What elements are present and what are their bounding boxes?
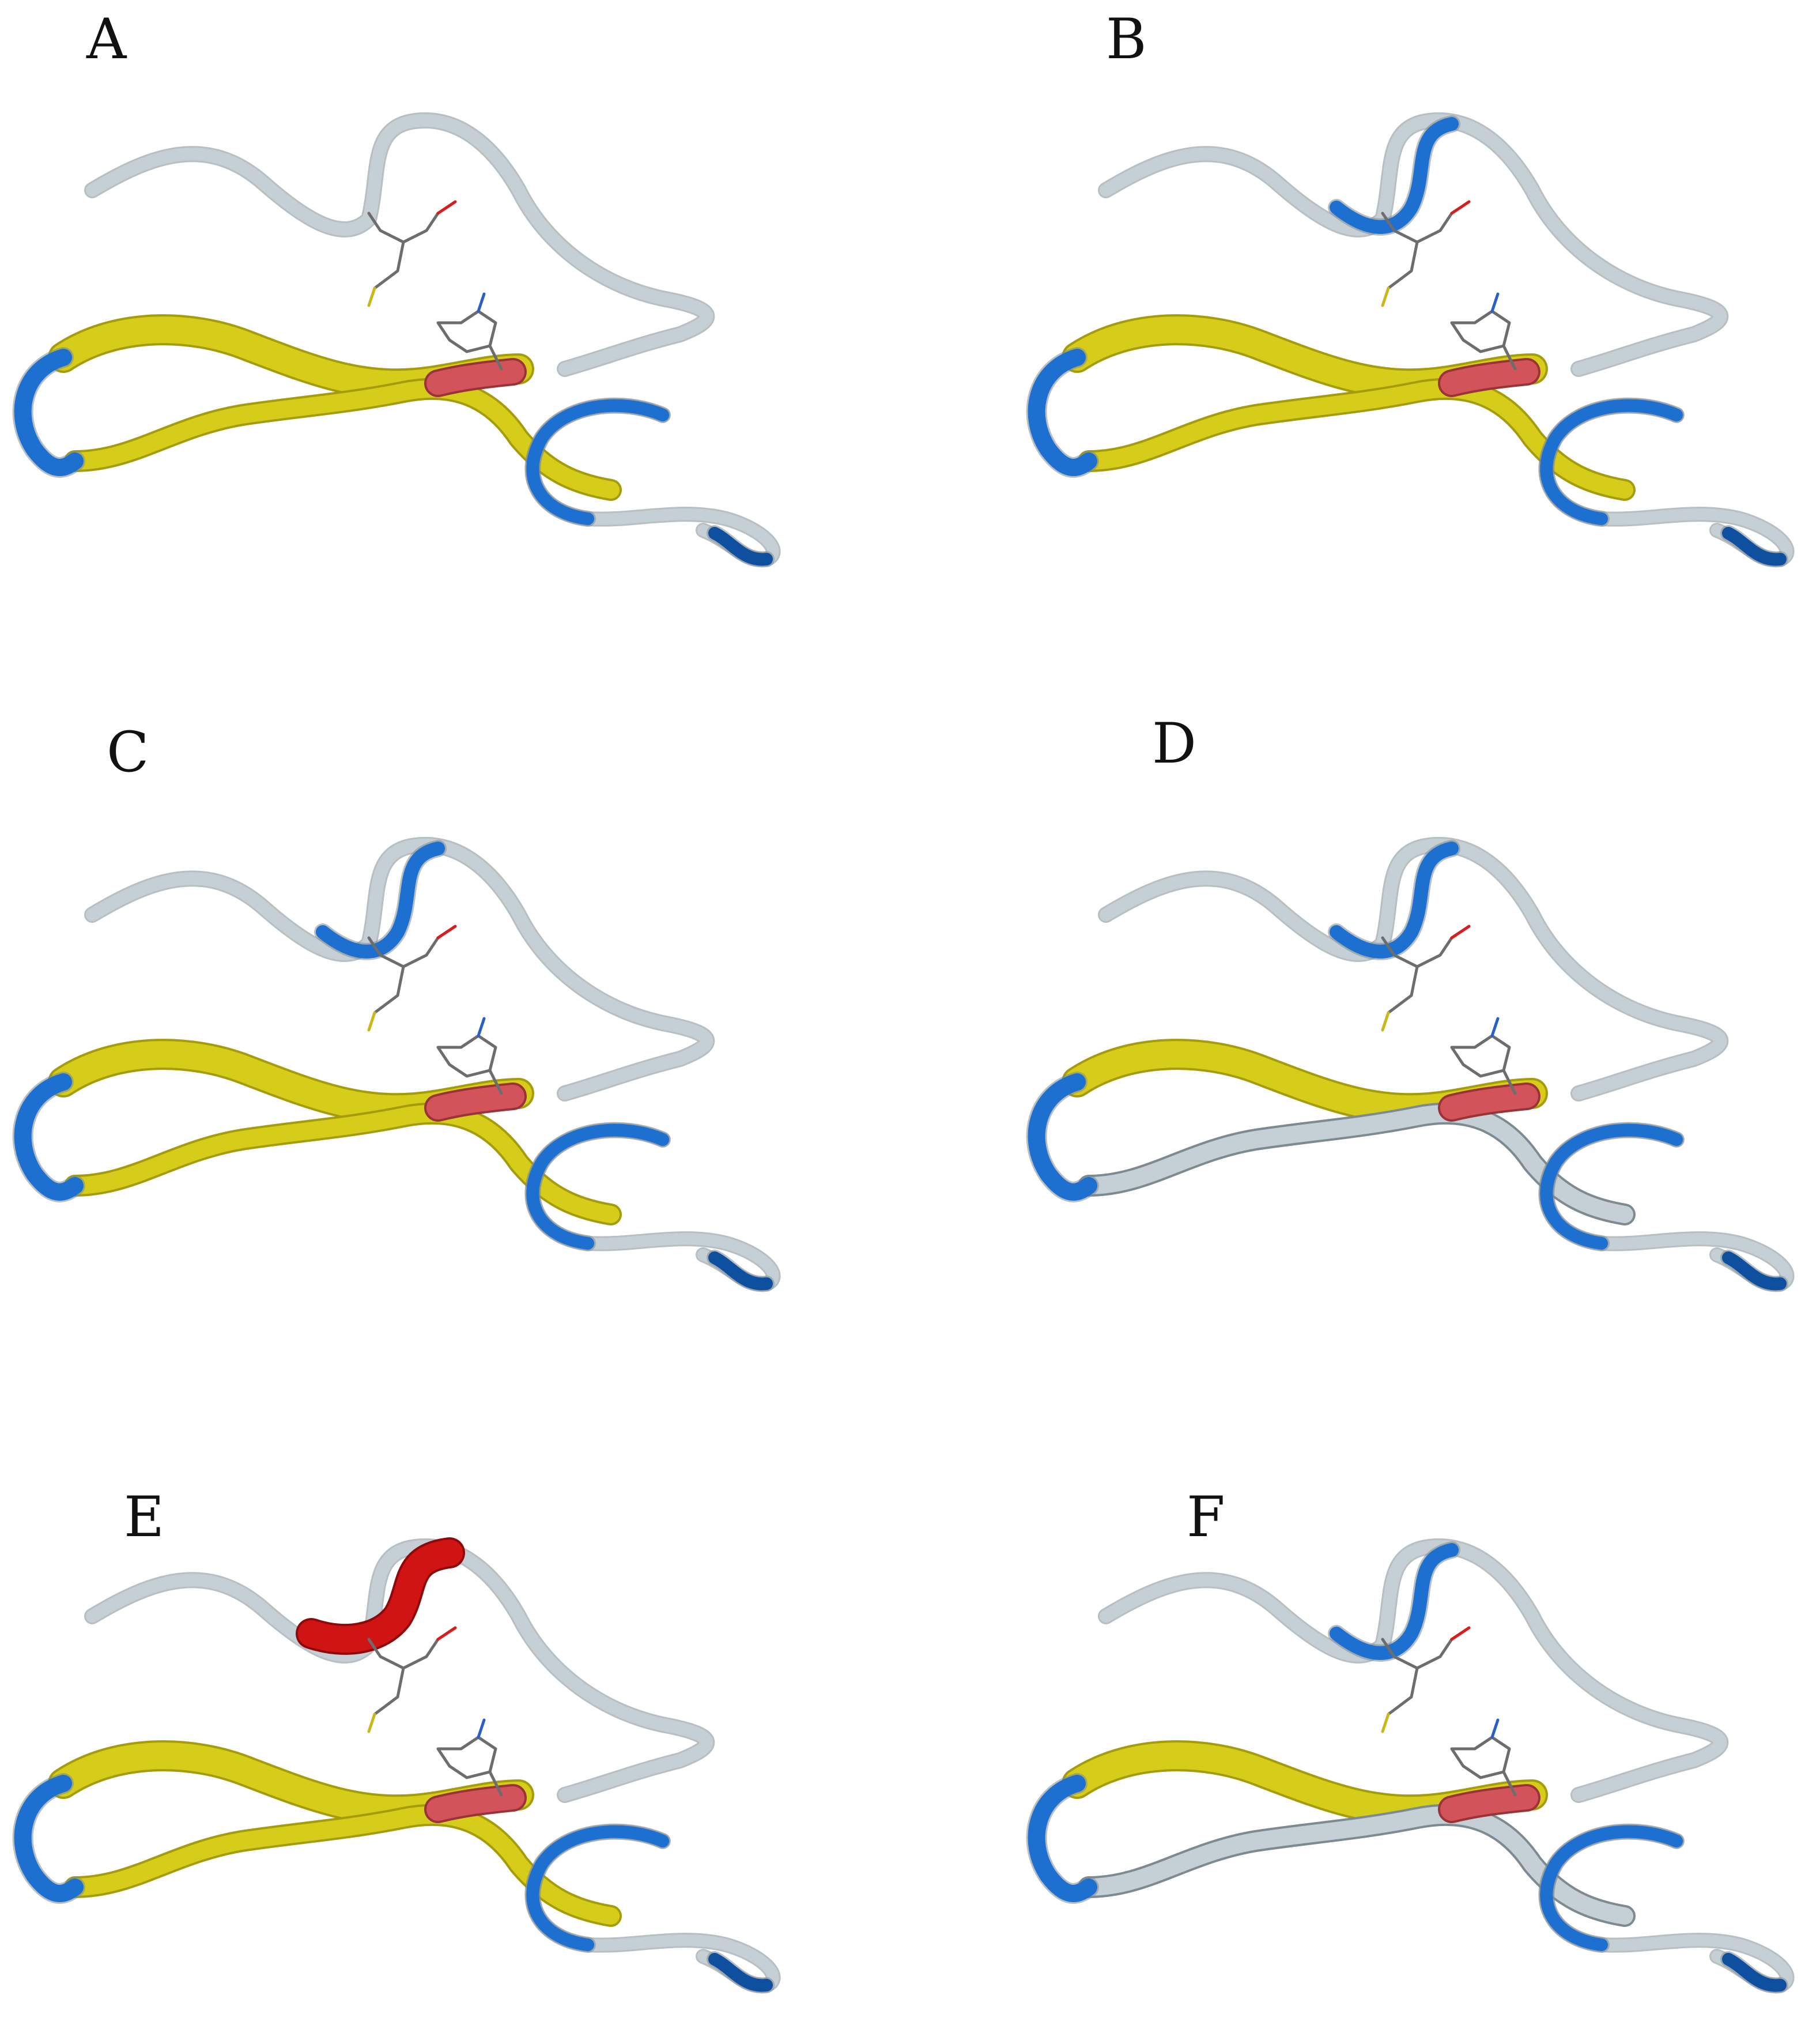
highlight-residue xyxy=(426,1085,524,1119)
turn-left xyxy=(14,1775,84,1902)
ribbon-diagram xyxy=(1026,836,1795,1292)
turn-tail xyxy=(1722,1953,1787,1992)
ribbon-group xyxy=(1026,112,1795,568)
oxygen-atom xyxy=(436,1626,457,1641)
panel-label: A xyxy=(86,7,127,71)
ligand-stick-3 xyxy=(1502,1069,1517,1095)
ribbon-group xyxy=(12,112,781,568)
turn-lower-right xyxy=(526,399,669,525)
turn-segment xyxy=(1330,1543,1459,1660)
highlight-residue xyxy=(1440,360,1538,395)
oxygen-atom xyxy=(436,925,457,940)
helix-segment xyxy=(298,1540,463,1653)
oxygen-atom xyxy=(436,200,457,215)
turn-segment xyxy=(1330,117,1459,234)
ribbon-diagram xyxy=(1026,1538,1795,1994)
turn-left xyxy=(1028,1775,1097,1902)
turn-tail xyxy=(708,1251,773,1291)
ligand-stick-2 xyxy=(1415,1638,1453,1670)
highlight-residue xyxy=(426,1786,524,1821)
ligand-stick-2 xyxy=(402,936,440,968)
ribbon-diagram xyxy=(12,112,781,568)
nitrogen-atom xyxy=(1490,1017,1500,1038)
sulfur-atom xyxy=(367,286,376,307)
sulfur-atom xyxy=(367,1713,376,1733)
coil-loop xyxy=(86,838,713,1100)
ribbon-diagram xyxy=(1026,112,1795,568)
ribbon-group xyxy=(1026,836,1795,1292)
nitrogen-atom xyxy=(477,292,486,313)
ligand-stick-2 xyxy=(402,212,440,244)
turn-left xyxy=(14,349,84,476)
turn-tail xyxy=(708,527,773,566)
coil-loop xyxy=(1100,1540,1727,1801)
panel-c: C xyxy=(0,673,910,1345)
panel-label: B xyxy=(1106,7,1147,71)
oxygen-atom xyxy=(1450,925,1471,940)
turn-lower-right xyxy=(1540,1825,1683,1951)
ring-stick xyxy=(436,1034,497,1078)
panel-f: F xyxy=(910,1345,1820,2018)
turn-left xyxy=(1028,1073,1097,1201)
ring-stick xyxy=(436,1736,497,1779)
turn-left xyxy=(14,1073,84,1201)
panel-label: F xyxy=(1187,1485,1225,1549)
ring-stick xyxy=(1450,1034,1511,1078)
coil-loop xyxy=(86,114,713,375)
ligand-stick-3 xyxy=(1502,344,1517,371)
ribbon-group xyxy=(12,1537,781,1994)
turn-tail xyxy=(1722,1251,1787,1291)
panel-d: D xyxy=(910,673,1820,1345)
panel-label: D xyxy=(1152,711,1196,776)
panel-label: E xyxy=(124,1485,165,1549)
turn-left xyxy=(1028,349,1097,476)
ribbon-diagram xyxy=(12,836,781,1292)
sulfur-atom xyxy=(1381,286,1390,307)
ligand-stick-3 xyxy=(1502,1770,1517,1797)
nitrogen-atom xyxy=(1490,1718,1500,1739)
turn-segment xyxy=(1330,842,1459,959)
ligand-stick-3 xyxy=(488,1069,503,1095)
highlight-residue xyxy=(1440,1085,1538,1119)
ligand-stick-3 xyxy=(488,1770,503,1797)
turn-tail xyxy=(708,1953,773,1992)
coil-loop xyxy=(1100,114,1727,375)
highlight-residue xyxy=(1440,1786,1538,1821)
ribbon-group xyxy=(1026,1538,1795,1994)
ring-stick xyxy=(436,310,497,353)
ligand-stick-3 xyxy=(488,344,503,371)
nitrogen-atom xyxy=(477,1718,486,1739)
oxygen-atom xyxy=(1450,200,1471,215)
highlight-residue xyxy=(426,360,524,395)
panel-e: E xyxy=(0,1345,910,2018)
coil-loop xyxy=(1100,838,1727,1100)
turn-segment xyxy=(316,842,445,959)
ribbon-diagram xyxy=(12,1537,781,1994)
turn-lower-right xyxy=(526,1825,669,1951)
ring-stick xyxy=(1450,310,1511,353)
ligand-stick-2 xyxy=(1415,936,1453,968)
panel-b: B xyxy=(910,0,1820,673)
coil-loop xyxy=(86,1540,713,1801)
ribbon-group xyxy=(12,836,781,1292)
panel-label: C xyxy=(107,720,149,784)
nitrogen-atom xyxy=(477,1017,486,1038)
sulfur-atom xyxy=(367,1011,376,1032)
panel-a: A xyxy=(0,0,910,673)
nitrogen-atom xyxy=(1490,292,1500,313)
sulfur-atom xyxy=(1381,1713,1390,1733)
turn-lower-right xyxy=(1540,1123,1683,1250)
turn-lower-right xyxy=(526,1123,669,1250)
ligand-stick-2 xyxy=(1415,212,1453,244)
sulfur-atom xyxy=(1381,1011,1390,1032)
ligand-stick-2 xyxy=(402,1638,440,1670)
turn-lower-right xyxy=(1540,399,1683,525)
oxygen-atom xyxy=(1450,1626,1471,1641)
turn-tail xyxy=(1722,527,1787,566)
ring-stick xyxy=(1450,1736,1511,1779)
